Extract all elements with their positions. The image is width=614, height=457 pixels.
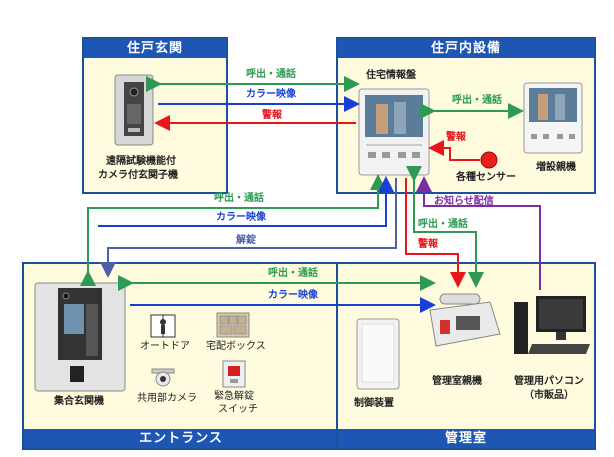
label-extension: 増設親機 bbox=[536, 162, 576, 173]
line-notice bbox=[416, 176, 541, 290]
panel-common-entrance-title: エントランス bbox=[24, 429, 338, 448]
flow-label-unlock: 解錠 bbox=[236, 235, 256, 246]
label-manager-console: 管理室親機 bbox=[432, 376, 482, 387]
flow-label-call-management: 呼出・通話 bbox=[418, 219, 468, 230]
label-controller: 制御装置 bbox=[354, 398, 394, 409]
label-info-panel: 住宅情報盤 bbox=[366, 70, 416, 81]
label-common-camera: 共用部カメラ bbox=[137, 393, 197, 404]
controller-device bbox=[356, 318, 400, 390]
panel-entrance-door: 住戸玄関 bbox=[82, 37, 228, 194]
flow-label-call-lobby: 呼出・通話 bbox=[214, 193, 264, 204]
flow-label-call-extension: 呼出・通話 bbox=[452, 95, 502, 106]
camera-icon bbox=[151, 368, 175, 387]
line-alarm-sensor bbox=[428, 140, 480, 161]
emergency-switch-icon bbox=[222, 360, 246, 388]
line-unlock-lobby bbox=[100, 178, 397, 278]
label-lobby-station: 集合玄関機 bbox=[54, 396, 104, 407]
door-station-device bbox=[114, 74, 154, 146]
label-auto-door: オートドア bbox=[140, 341, 190, 352]
label-manager-pc-2: （市販品） bbox=[524, 390, 574, 401]
label-manager-pc-1: 管理用パソコン bbox=[514, 376, 584, 387]
flow-label-alarm-door: 警報 bbox=[262, 110, 282, 121]
manager-console-device bbox=[429, 293, 501, 347]
label-door-station-2: カメラ付玄関子機 bbox=[98, 170, 178, 181]
lobby-station-device bbox=[34, 282, 126, 392]
flow-label-alarm-management: 警報 bbox=[418, 239, 438, 250]
extension-monitor-device bbox=[523, 82, 583, 154]
line-call-management bbox=[406, 166, 484, 288]
flow-label-video-door: カラー映像 bbox=[246, 89, 296, 100]
flow-label-video-lobby: カラー映像 bbox=[216, 212, 266, 223]
label-door-station-1: 遠隔試験機能付 bbox=[106, 156, 176, 167]
delivery-box-icon bbox=[216, 312, 250, 338]
panel-management-title: 管理室 bbox=[338, 429, 594, 448]
flow-label-notice: お知らせ配信 bbox=[434, 196, 494, 207]
label-delivery-box: 宅配ボックス bbox=[206, 341, 266, 352]
auto-door-icon bbox=[150, 314, 176, 338]
label-emergency-switch-2: スイッチ bbox=[218, 404, 258, 415]
panel-entrance-door-title: 住戸玄関 bbox=[84, 39, 226, 58]
label-sensors: 各種センサー bbox=[456, 172, 516, 183]
flow-label-call-lobby-mgmt: 呼出・通話 bbox=[268, 268, 318, 279]
manager-pc-device bbox=[514, 296, 590, 354]
panel-residence-title: 住戸内設備 bbox=[338, 39, 594, 58]
line-call-lobby bbox=[80, 174, 386, 286]
line-video-lobby bbox=[98, 176, 394, 227]
label-emergency-switch-1: 緊急解錠 bbox=[214, 391, 254, 402]
flow-label-call-door: 呼出・通話 bbox=[246, 69, 296, 80]
info-panel-device bbox=[358, 88, 430, 176]
sensor-icon bbox=[480, 151, 498, 169]
flow-label-alarm-sensor: 警報 bbox=[446, 132, 466, 143]
flow-label-video-lobby-mgmt: カラー映像 bbox=[268, 290, 318, 301]
